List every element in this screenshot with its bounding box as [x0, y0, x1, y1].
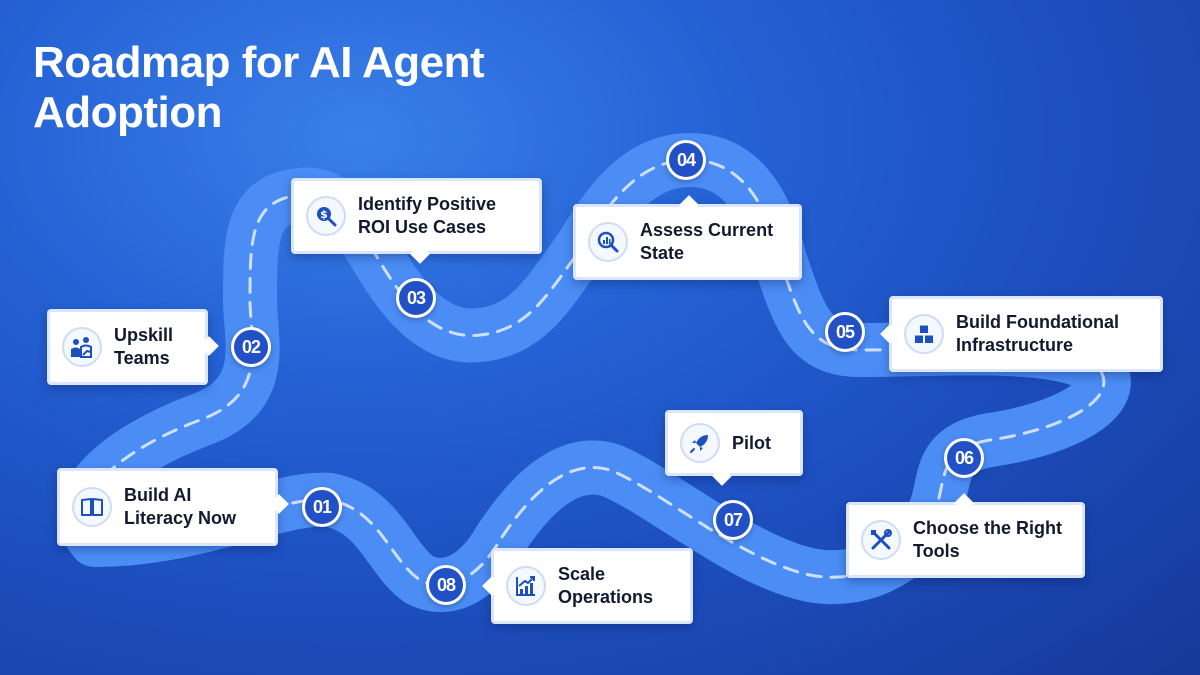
step-card-07: Pilot	[665, 410, 803, 486]
team-growth-icon	[62, 327, 102, 367]
step-label-03: Identify Positive ROI Use Cases	[358, 194, 497, 237]
chart-search-icon	[588, 222, 628, 262]
step-label-07: Pilot	[732, 432, 771, 453]
step-label-08: Scale Operations	[558, 564, 654, 607]
step-card-08: Scale Operations	[482, 548, 693, 624]
step-badge-08: 08	[426, 565, 466, 605]
book-icon	[72, 487, 112, 527]
step-badge-06: 06	[944, 438, 984, 478]
growth-chart-icon	[506, 566, 546, 606]
step-badge-05: 05	[825, 312, 865, 352]
step-label-04: Assess Current State	[640, 220, 774, 263]
tools-icon	[861, 520, 901, 560]
step-card-02: Upskill Teams	[47, 309, 219, 385]
step-badge-07: 07	[713, 500, 753, 540]
step-label-01: Build AI Literacy Now	[124, 485, 237, 528]
rocket-icon	[680, 423, 720, 463]
dollar-search-icon: $	[306, 196, 346, 236]
step-label-02: Upskill Teams	[114, 325, 174, 368]
step-label-05: Build Foundational Infrastructure	[956, 312, 1119, 355]
step-card-03: $ Identify Positive ROI Use Cases	[291, 178, 542, 264]
step-label-06: Choose the Right Tools	[913, 518, 1062, 561]
cubes-icon	[904, 314, 944, 354]
step-card-04: Assess Current State	[573, 195, 802, 280]
step-card-05: Build Foundational Infrastructure	[880, 296, 1163, 372]
svg-text:$: $	[320, 208, 328, 221]
step-badge-01: 01	[302, 487, 342, 527]
step-badge-02: 02	[231, 327, 271, 367]
step-card-06: Choose the Right Tools	[846, 493, 1085, 578]
step-badge-03: 03	[396, 278, 436, 318]
step-card-01: Build AI Literacy Now	[57, 468, 289, 546]
step-badge-04: 04	[666, 140, 706, 180]
page-title: Roadmap for AI Agent Adoption	[33, 38, 485, 137]
